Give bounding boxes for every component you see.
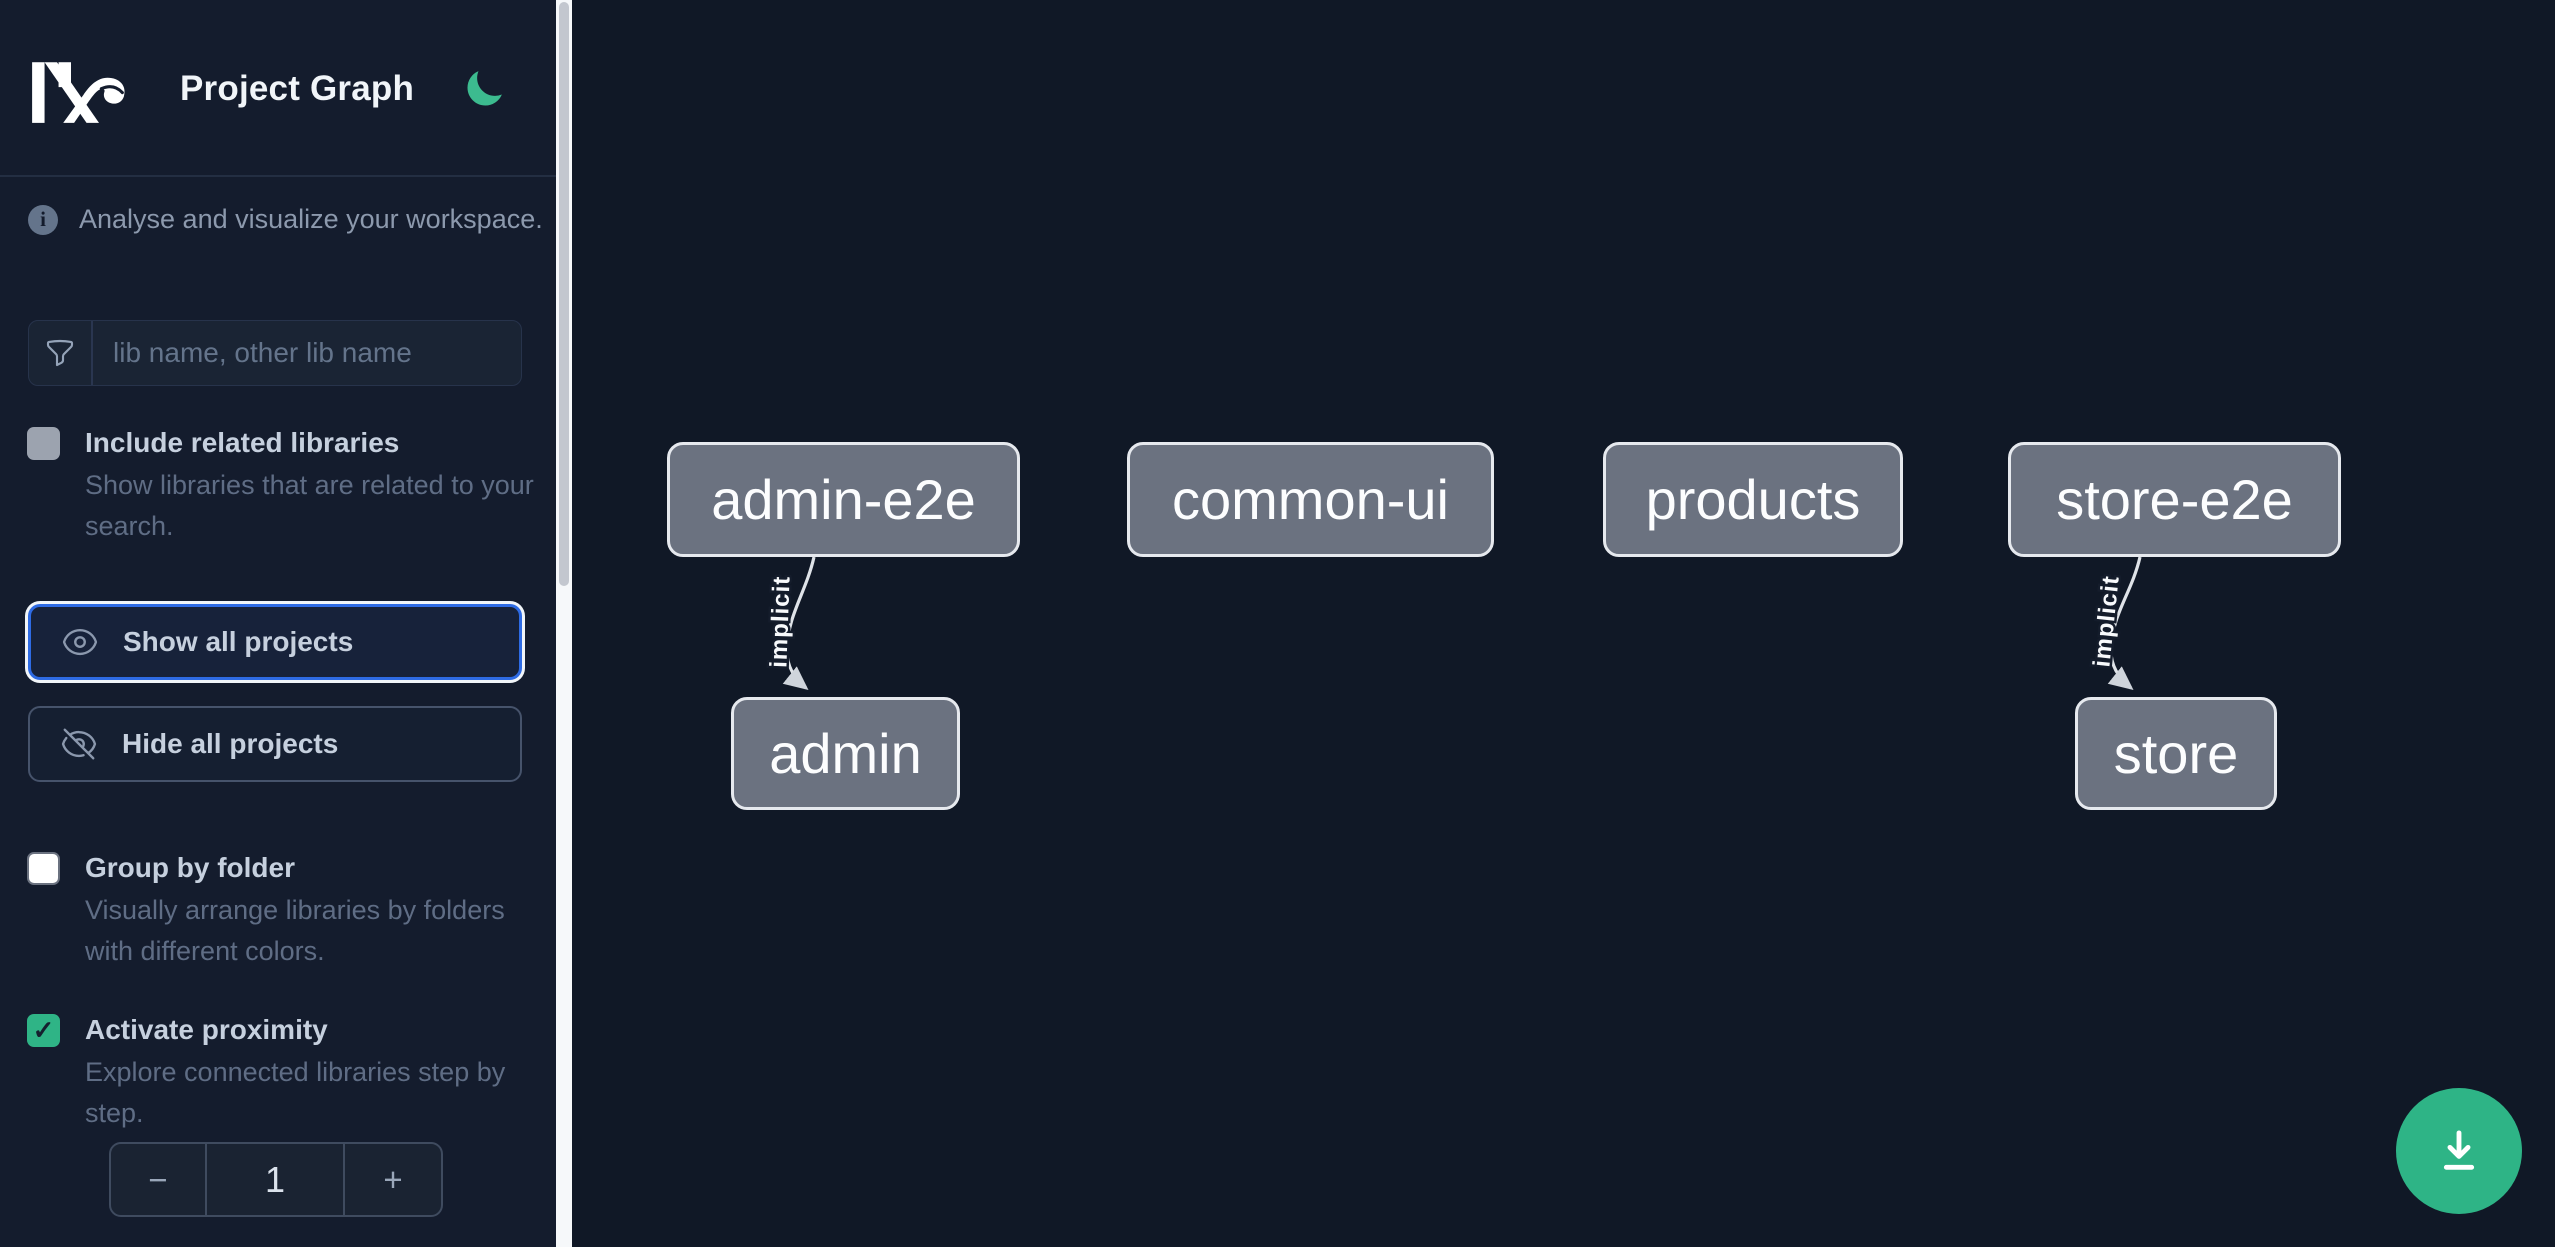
show-all-projects-button[interactable]: Show all projects bbox=[28, 604, 522, 680]
eye-icon bbox=[62, 628, 98, 656]
increment-button[interactable]: + bbox=[343, 1144, 441, 1215]
toggle-description: Explore connected libraries step by step… bbox=[85, 1057, 506, 1128]
toggle-label: Activate proximity bbox=[85, 1014, 328, 1045]
project-node-admin-e2e[interactable]: admin-e2e bbox=[667, 442, 1020, 557]
show-all-projects-label: Show all projects bbox=[123, 626, 354, 657]
project-node-admin[interactable]: admin bbox=[731, 697, 960, 810]
funnel-icon bbox=[29, 321, 93, 385]
proximity-depth-stepper: − 1 + bbox=[109, 1142, 443, 1217]
page-title: Project Graph bbox=[180, 68, 415, 108]
include-related-toggle: Include related libraries Show libraries… bbox=[27, 423, 534, 547]
project-node-store-e2e[interactable]: store-e2e bbox=[2008, 442, 2341, 557]
toggle-label: Include related libraries bbox=[85, 427, 400, 458]
toggle-description: Show libraries that are related to your … bbox=[85, 470, 534, 541]
tagline-text: Analyse and visualize your workspace. bbox=[79, 204, 543, 234]
project-node-products[interactable]: products bbox=[1603, 442, 1903, 557]
sidebar-resize-gutter[interactable] bbox=[556, 0, 572, 1247]
moon-icon bbox=[467, 70, 502, 105]
group-by-folder-checkbox[interactable] bbox=[27, 852, 60, 885]
project-node-store[interactable]: store bbox=[2075, 697, 2277, 810]
workspace-tagline: i Analyse and visualize your workspace. bbox=[28, 204, 543, 235]
toggle-description: Visually arrange libraries by folders wi… bbox=[85, 895, 505, 966]
theme-toggle-button[interactable] bbox=[460, 66, 508, 114]
edge-store-e2e-to-store[interactable] bbox=[2107, 556, 2142, 690]
include-related-checkbox[interactable] bbox=[27, 427, 60, 460]
search-box bbox=[28, 320, 522, 386]
activate-proximity-toggle: ✓ Activate proximity Explore connected l… bbox=[27, 1010, 527, 1134]
sidebar: Project Graph i Analyse and visualize yo… bbox=[0, 0, 556, 1247]
stepper-value[interactable]: 1 bbox=[264, 1158, 286, 1200]
library-filter-input[interactable] bbox=[93, 321, 521, 385]
project-node-common-ui[interactable]: common-ui bbox=[1127, 442, 1494, 557]
download-graph-button[interactable] bbox=[2396, 1088, 2522, 1214]
eye-slash-icon bbox=[61, 728, 97, 760]
hide-all-projects-label: Hide all projects bbox=[122, 728, 339, 759]
nx-logo-icon bbox=[32, 62, 125, 123]
toggle-label: Group by folder bbox=[85, 852, 295, 883]
edge-admin-e2e-to-admin[interactable] bbox=[782, 556, 816, 690]
download-icon bbox=[2443, 1130, 2475, 1170]
activate-proximity-checkbox[interactable]: ✓ bbox=[27, 1014, 60, 1047]
checkmark-icon: ✓ bbox=[32, 1015, 55, 1045]
sidebar-header: Project Graph bbox=[0, 0, 556, 177]
info-icon: i bbox=[28, 204, 58, 235]
decrement-button[interactable]: − bbox=[111, 1144, 207, 1215]
hide-all-projects-button[interactable]: Hide all projects bbox=[28, 706, 522, 782]
group-by-folder-toggle: Group by folder Visually arrange librari… bbox=[27, 848, 527, 972]
sidebar-scrollbar-thumb[interactable] bbox=[559, 2, 569, 586]
graph-canvas[interactable] bbox=[572, 0, 2555, 1247]
